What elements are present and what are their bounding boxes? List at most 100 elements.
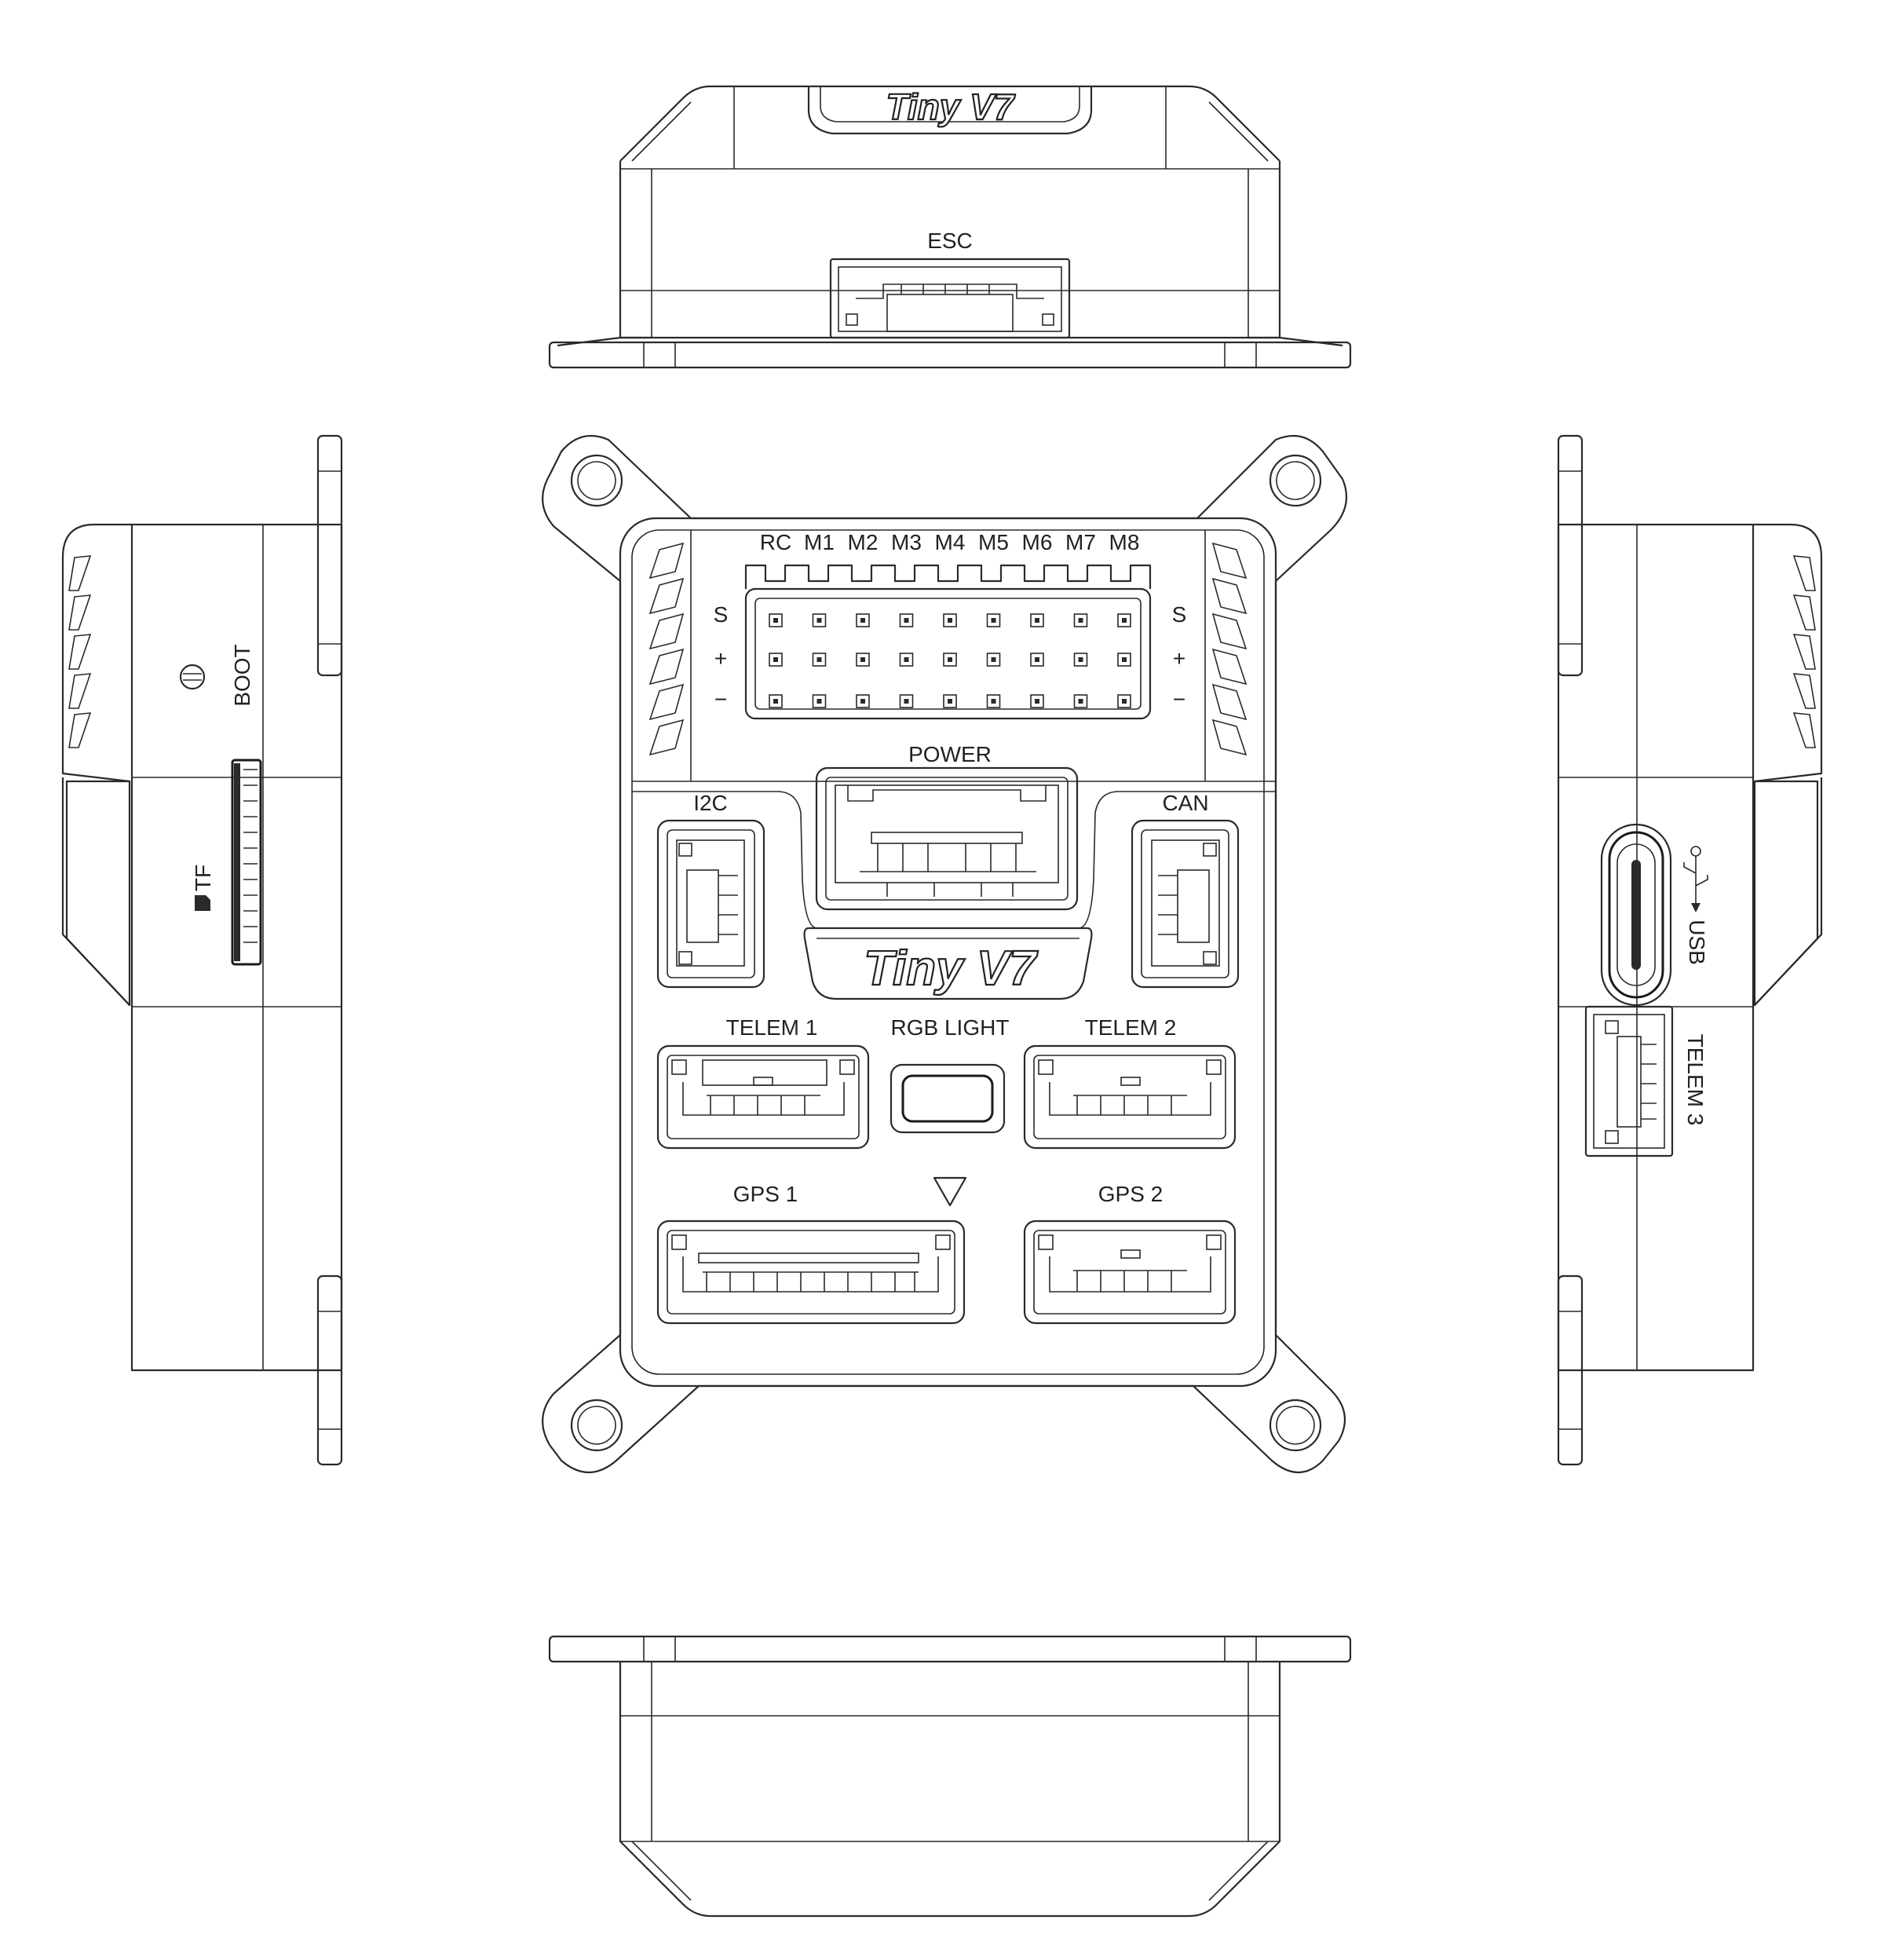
mount-hole-tl <box>570 454 623 507</box>
servo-pin-core <box>773 657 778 662</box>
boot-button[interactable] <box>179 664 206 690</box>
servo-pin-core <box>816 699 822 704</box>
servo-pin <box>899 694 914 708</box>
servo-pin-core <box>991 618 996 623</box>
servo-pin <box>986 694 1001 708</box>
servo-pin <box>769 694 783 708</box>
can-connector[interactable] <box>1131 819 1240 989</box>
front-logo-panel: Tiny V7 <box>803 927 1093 1000</box>
rgb-label: RGB LIGHT <box>891 1015 1010 1040</box>
servo-pin <box>1117 694 1131 708</box>
right-vents <box>1792 555 1816 748</box>
direction-arrow-icon <box>933 1176 967 1207</box>
minus-label-right: − <box>1173 687 1185 711</box>
gps2-connector[interactable] <box>1023 1220 1237 1325</box>
boot-label: BOOT <box>230 644 254 706</box>
tf-card-slot[interactable] <box>231 759 262 966</box>
servo-pin <box>1030 653 1044 667</box>
servo-pin <box>986 653 1001 667</box>
front-view: RC M1 M2 M3 M4 M5 M6 M7 M8 S + − S + − POWER I2C <box>542 434 1348 1474</box>
mount-hole-tr <box>1269 454 1322 507</box>
usb-icon <box>1683 846 1708 912</box>
gps1-label: GPS 1 <box>733 1182 798 1206</box>
servo-pin-core <box>1078 699 1083 704</box>
servo-pin <box>1073 613 1088 627</box>
servo-pin <box>986 613 1001 627</box>
signal-label-left: S <box>714 602 729 627</box>
telem1-connector[interactable] <box>656 1044 870 1150</box>
esc-label: ESC <box>927 229 973 253</box>
servo-header-label-m7: M7 <box>1065 530 1096 554</box>
servo-header-label-m3: M3 <box>891 530 922 554</box>
servo-header-label-m6: M6 <box>1022 530 1053 554</box>
top-logo: Tiny V7 <box>886 86 1016 127</box>
servo-pin <box>1117 613 1131 627</box>
servo-pin <box>943 613 957 627</box>
servo-pin-core <box>1035 618 1039 623</box>
servo-pin-core <box>904 657 909 662</box>
servo-header-label-m1: M1 <box>804 530 835 554</box>
servo-pin <box>769 653 783 667</box>
minus-label-left: − <box>714 687 727 711</box>
gps1-connector[interactable] <box>656 1220 966 1325</box>
i2c-label: I2C <box>693 791 728 815</box>
servo-pin-core <box>948 699 952 704</box>
servo-pin-core <box>904 699 909 704</box>
telem3-connector[interactable] <box>1584 1005 1674 1157</box>
right-side-view: USB TELEM 3 <box>1557 434 1823 1466</box>
plus-label-left: + <box>714 646 727 671</box>
servo-pin <box>1073 694 1088 708</box>
left-vents <box>68 555 92 748</box>
telem2-connector[interactable] <box>1023 1044 1237 1150</box>
i2c-connector[interactable] <box>656 819 765 989</box>
power-connector[interactable] <box>815 766 1079 911</box>
servo-pin-core <box>860 618 865 623</box>
servo-pin-core <box>773 618 778 623</box>
servo-pin-core <box>948 618 952 623</box>
servo-header-label-rc: RC <box>760 530 791 554</box>
servo-header-block[interactable] <box>744 564 1152 720</box>
servo-pin-core <box>1035 657 1039 662</box>
servo-pin <box>943 653 957 667</box>
plus-label-right: + <box>1173 646 1185 671</box>
signal-label-right: S <box>1172 602 1187 627</box>
servo-pin-core <box>860 657 865 662</box>
servo-pin <box>899 653 914 667</box>
servo-pin-core <box>1122 657 1127 662</box>
servo-header-label-m5: M5 <box>978 530 1009 554</box>
servo-pin <box>1073 653 1088 667</box>
telem1-label: TELEM 1 <box>726 1015 818 1040</box>
servo-header-label-m8: M8 <box>1109 530 1140 554</box>
servo-header-labels: RC M1 M2 M3 M4 M5 M6 M7 M8 <box>760 530 1140 554</box>
usb-label: USB <box>1685 920 1709 965</box>
bottom-side-view <box>548 1635 1352 1918</box>
telem2-label: TELEM 2 <box>1085 1015 1177 1040</box>
servo-pin <box>856 694 870 708</box>
servo-pin <box>1030 613 1044 627</box>
servo-header-label-m4: M4 <box>935 530 966 554</box>
servo-pin <box>769 613 783 627</box>
gps2-label: GPS 2 <box>1098 1182 1163 1206</box>
top-side-view: Tiny V7 ESC <box>548 85 1352 369</box>
servo-pin-core <box>1035 699 1039 704</box>
servo-pin-core <box>904 618 909 623</box>
servo-pin <box>856 653 870 667</box>
front-vents-left <box>648 542 685 756</box>
servo-pin-core <box>991 699 996 704</box>
esc-connector[interactable] <box>829 258 1071 339</box>
servo-pin <box>943 694 957 708</box>
power-label: POWER <box>908 742 992 766</box>
servo-pin-core <box>816 618 822 623</box>
servo-pin <box>899 613 914 627</box>
servo-pin <box>1117 653 1131 667</box>
tf-label: TF <box>191 865 215 891</box>
servo-pin <box>812 613 827 627</box>
sd-card-icon <box>195 895 210 911</box>
servo-pin-core <box>1078 657 1083 662</box>
can-label: CAN <box>1162 791 1208 815</box>
servo-header-label-m2: M2 <box>848 530 879 554</box>
servo-pin-core <box>860 699 865 704</box>
servo-pin <box>812 694 827 708</box>
usb-c-port[interactable] <box>1600 823 1672 1007</box>
